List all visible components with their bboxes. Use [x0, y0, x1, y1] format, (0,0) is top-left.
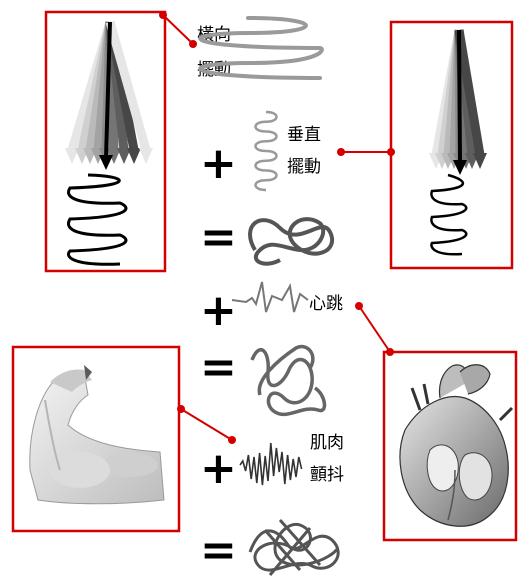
muscle-tremor-label-2: 顫抖 — [310, 465, 344, 485]
heartbeat-wave — [232, 282, 308, 312]
plus-sign-3: + — [200, 443, 237, 494]
vertical-swing-label-1: 垂直 — [287, 125, 321, 145]
left-spiral — [68, 175, 125, 264]
vertical-swing-label-2: 擺動 — [287, 157, 321, 177]
connector-tremor — [177, 405, 236, 444]
trace-with-heartbeat — [252, 347, 324, 415]
heartbeat-label: 心跳 — [309, 294, 343, 314]
equals-sign-2: = — [200, 342, 237, 393]
combined-loop-trace — [250, 219, 332, 264]
equals-sign-1: = — [200, 212, 237, 263]
muscle-tremor-label-1: 肌肉 — [310, 433, 344, 453]
pen-fan-left-icon — [65, 22, 153, 170]
equals-sign-3: = — [200, 525, 237, 576]
muscle-tremor-wave — [240, 443, 302, 485]
vertical-swing-wave — [256, 112, 277, 190]
pen-fan-right-icon — [429, 30, 487, 175]
connector-heartbeat — [355, 302, 394, 356]
plus-sign-1: + — [200, 138, 237, 189]
final-scribble-trace — [250, 520, 338, 575]
connector-vertical — [337, 148, 395, 156]
flexed-arm-icon — [30, 365, 164, 504]
anatomical-heart-icon — [400, 365, 512, 527]
right-spiral — [431, 175, 466, 254]
plus-sign-2: + — [200, 285, 237, 336]
